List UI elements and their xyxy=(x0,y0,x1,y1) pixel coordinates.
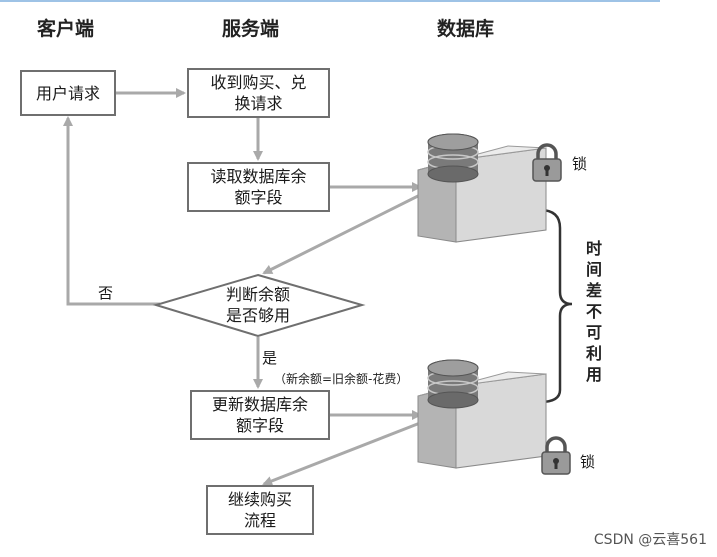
update-balance-box: 更新数据库余 额字段 xyxy=(190,390,330,440)
no-label: 否 xyxy=(98,284,114,302)
top-divider xyxy=(0,0,660,2)
database-server-icon xyxy=(417,359,547,469)
read-balance-line2: 额字段 xyxy=(234,188,283,207)
database-server-icon xyxy=(417,133,547,243)
arrow-db-to-decision xyxy=(262,193,421,275)
decision-line2: 是否够用 xyxy=(225,306,290,325)
decision-text: 判断余额 是否够用 xyxy=(200,284,316,326)
user-request-box: 用户请求 xyxy=(20,70,116,116)
header-client: 客户端 xyxy=(37,18,95,40)
receive-request-line1: 收到购买、兑 xyxy=(210,73,307,92)
header-server: 服务端 xyxy=(222,18,280,40)
update-balance-line1: 更新数据库余 xyxy=(211,395,308,414)
header-database: 数据库 xyxy=(437,18,495,40)
continue-line2: 流程 xyxy=(243,511,276,530)
lock-icon xyxy=(532,143,562,182)
continue-line1: 继续购买 xyxy=(227,490,292,509)
read-balance-line1: 读取数据库余 xyxy=(210,167,307,186)
arrow-db-to-continue xyxy=(262,421,421,486)
decision-diamond xyxy=(152,273,366,338)
receive-request-box: 收到购买、兑 换请求 xyxy=(187,68,330,118)
receive-request-line2: 换请求 xyxy=(234,94,283,113)
formula-label: （新余额=旧余额-花费） xyxy=(274,372,409,386)
watermark: CSDN @云喜561 xyxy=(593,532,707,548)
time-gap-label: 时间差不可利用 xyxy=(585,239,602,384)
lock-top-label: 锁 xyxy=(572,155,588,173)
update-balance-line2: 额字段 xyxy=(235,416,284,435)
time-gap-bracket xyxy=(539,208,573,404)
lock-icon xyxy=(541,436,571,475)
user-request-label: 用户请求 xyxy=(35,83,100,103)
lock-bottom-label: 锁 xyxy=(580,453,596,471)
continue-box: 继续购买 流程 xyxy=(206,485,314,535)
read-balance-box: 读取数据库余 额字段 xyxy=(187,162,330,212)
decision-line1: 判断余额 xyxy=(225,285,290,304)
yes-label: 是 xyxy=(262,349,278,367)
arrow-no-loop xyxy=(63,116,160,306)
